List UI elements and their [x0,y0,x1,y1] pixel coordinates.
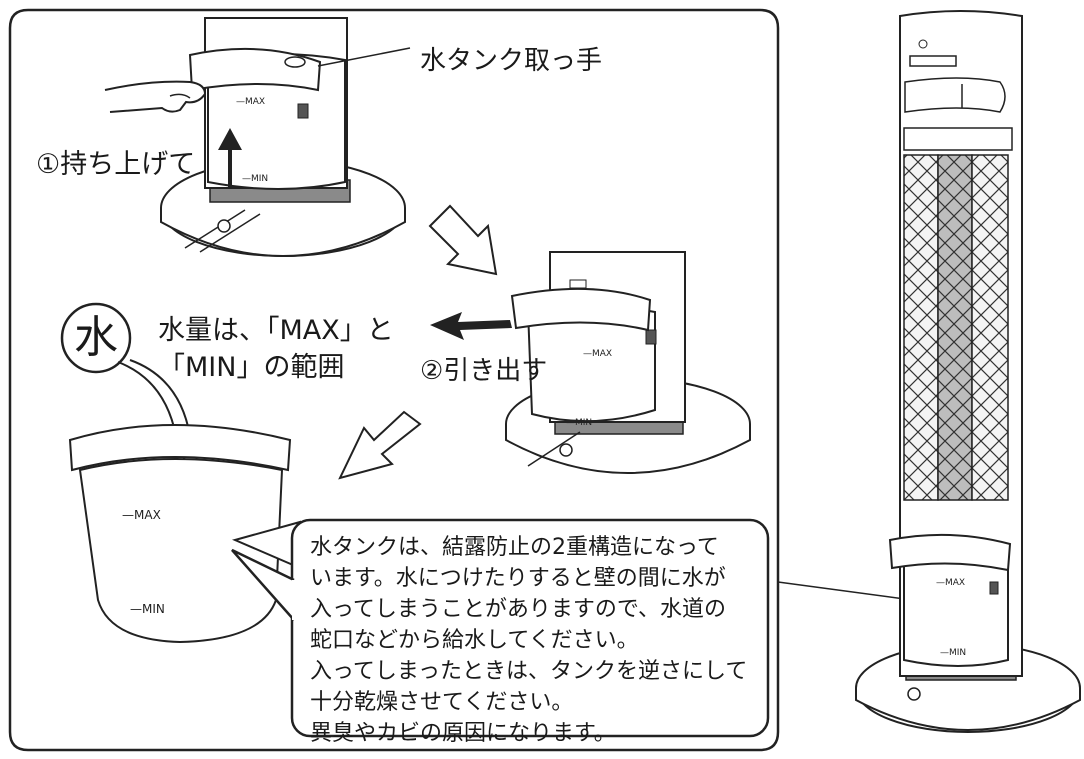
max-mark-fan: —MAX [936,578,966,588]
water-level-line-1: 水量は、「MAX」と [158,315,394,346]
note-line: 水タンクは、結露防止の2重構造になって [310,535,719,560]
max-mark-step2: —MAX [583,349,613,359]
water-badge-char: 水 [74,312,118,363]
note-line: 異臭やカビの原因になります。 [310,721,616,746]
note-text: 水タンクは、結露防止の2重構造になって います。水につけたりすると壁の間に水が … [310,532,747,749]
tank-illustration [60,302,301,644]
tower-fan-illustration [855,10,1081,733]
min-mark-fan: —MIN [940,648,967,658]
note-line: 入ってしまうことがありますので、水道の [310,597,727,622]
min-mark-tank: —MIN [130,602,165,616]
max-mark-step1: —MAX [236,97,266,107]
note-line: 蛇口などから給水してください。 [310,628,639,653]
min-mark-step1: —MIN [242,174,269,184]
water-badge [60,302,132,374]
handle-label: 水タンク取っ手 [420,46,603,76]
min-mark-step2: —MIN [566,418,593,428]
note-line: います。水につけたりすると壁の間に水が [310,566,726,591]
note-bubble [290,518,770,738]
flow-arrow-1 [428,204,498,276]
flow-arrow-2 [338,410,422,480]
step2-label: ②引き出す [420,356,548,386]
note-line: 入ってしまったときは、タンクを逆さにして [310,659,748,684]
step1-label: ①持ち上げて [36,149,196,180]
step1-illustration [104,17,411,257]
water-level-line-2: 「MIN」の範囲 [158,352,345,383]
note-line: 十分乾燥させてください。 [310,690,574,715]
step2-illustration [430,251,751,474]
max-mark-tank: —MAX [122,508,161,522]
